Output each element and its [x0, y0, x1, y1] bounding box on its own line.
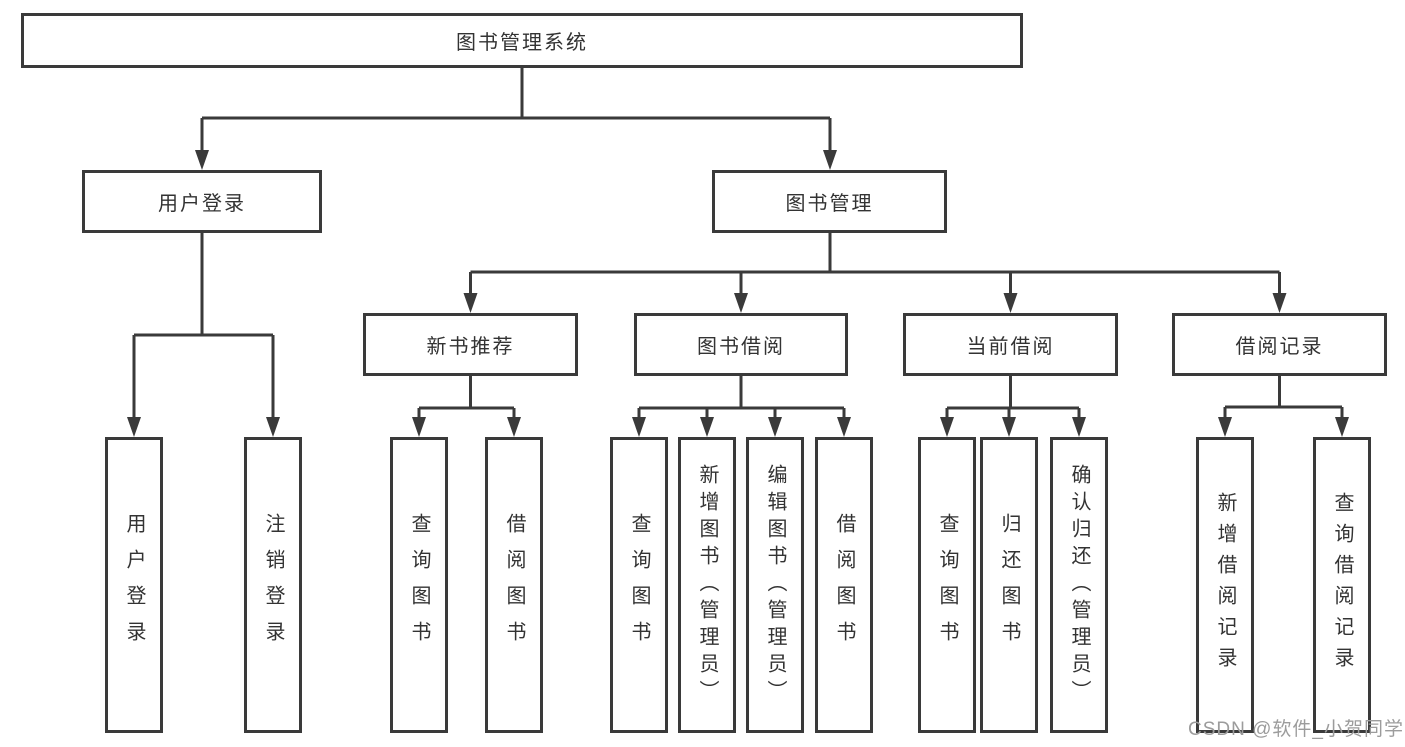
node-label: 查询图书: [408, 513, 430, 657]
arrowhead-icon: [266, 417, 280, 437]
leaf-add-book-admin: 新增图书（管理员）: [678, 437, 736, 733]
node-label: 图书管理: [785, 193, 874, 215]
leaf-add-borrow-record: 新增借阅记录: [1196, 437, 1254, 733]
connector-book-mgmt-branch: [463, 233, 1287, 313]
node-label: 用户登录: [123, 513, 145, 657]
arrowhead-icon: [1335, 417, 1349, 437]
arrowhead-icon: [700, 417, 714, 437]
node-label: 用户登录: [158, 193, 246, 215]
node-label: 编辑图书（管理员）: [764, 463, 786, 707]
arrowhead-icon: [1218, 417, 1232, 437]
connector-new-books-branch: [412, 376, 521, 437]
node-book-management: 图书管理: [712, 170, 947, 233]
node-label: 当前借阅: [966, 336, 1055, 358]
leaf-borrow-books-recommend: 借阅图书: [485, 437, 543, 733]
leaf-return-book: 归还图书: [980, 437, 1038, 733]
node-new-book-recommend: 新书推荐: [363, 313, 578, 376]
node-label: 新增图书（管理员）: [696, 463, 718, 707]
leaf-borrow-book: 借阅图书: [815, 437, 873, 733]
leaf-query-borrow-record: 查询借阅记录: [1313, 437, 1371, 733]
arrowhead-icon: [1003, 293, 1018, 313]
connector-user-login-branch: [127, 233, 280, 437]
node-label: 新增借阅记录: [1214, 492, 1236, 678]
connector-book-borrow-branch: [632, 376, 851, 437]
leaf-query-books-recommend: 查询图书: [390, 437, 448, 733]
node-label: 查询图书: [936, 513, 958, 657]
node-label: 借阅图书: [833, 513, 855, 657]
leaf-confirm-return-admin: 确认归还（管理员）: [1050, 437, 1108, 733]
connector-root-to-level2: [195, 68, 837, 170]
node-library-system: 图书管理系统: [21, 13, 1023, 68]
node-label: 查询图书: [628, 513, 650, 657]
leaf-query-books-current: 查询图书: [918, 437, 976, 733]
leaf-user-login: 用户登录: [105, 437, 163, 733]
arrowhead-icon: [195, 150, 209, 170]
node-label: 查询借阅记录: [1331, 492, 1353, 678]
connector-current-borrow-branch: [940, 376, 1086, 437]
arrowhead-icon: [837, 417, 851, 437]
node-label: 图书借阅: [697, 336, 785, 358]
arrowhead-icon: [1072, 417, 1086, 437]
arrowhead-icon: [127, 417, 141, 437]
node-label: 注销登录: [262, 513, 284, 657]
node-borrow-records: 借阅记录: [1172, 313, 1387, 376]
leaf-logout: 注销登录: [244, 437, 302, 733]
node-book-borrow: 图书借阅: [634, 313, 848, 376]
node-label: 借阅图书: [503, 513, 525, 657]
arrowhead-icon: [1272, 293, 1287, 313]
node-label: 确认归还（管理员）: [1068, 463, 1090, 707]
arrowhead-icon: [632, 417, 646, 437]
arrowhead-icon: [940, 417, 954, 437]
arrowhead-icon: [1002, 417, 1016, 437]
arrowhead-icon: [734, 293, 748, 313]
leaf-query-books-borrow: 查询图书: [610, 437, 668, 733]
node-user-login: 用户登录: [82, 170, 322, 233]
arrowhead-icon: [507, 417, 521, 437]
watermark: CSDN @软件_小贺同学: [1188, 719, 1404, 740]
leaf-edit-book-admin: 编辑图书（管理员）: [746, 437, 804, 733]
arrowhead-icon: [823, 150, 837, 170]
node-label: 借阅记录: [1235, 336, 1324, 358]
node-label: 新书推荐: [426, 336, 515, 358]
node-label: 归还图书: [998, 513, 1020, 657]
arrowhead-icon: [768, 417, 782, 437]
arrowhead-icon: [412, 417, 426, 437]
node-current-borrow: 当前借阅: [903, 313, 1118, 376]
node-label: 图书管理系统: [456, 32, 588, 54]
connector-borrow-records-branch: [1218, 376, 1349, 437]
arrowhead-icon: [463, 293, 478, 313]
